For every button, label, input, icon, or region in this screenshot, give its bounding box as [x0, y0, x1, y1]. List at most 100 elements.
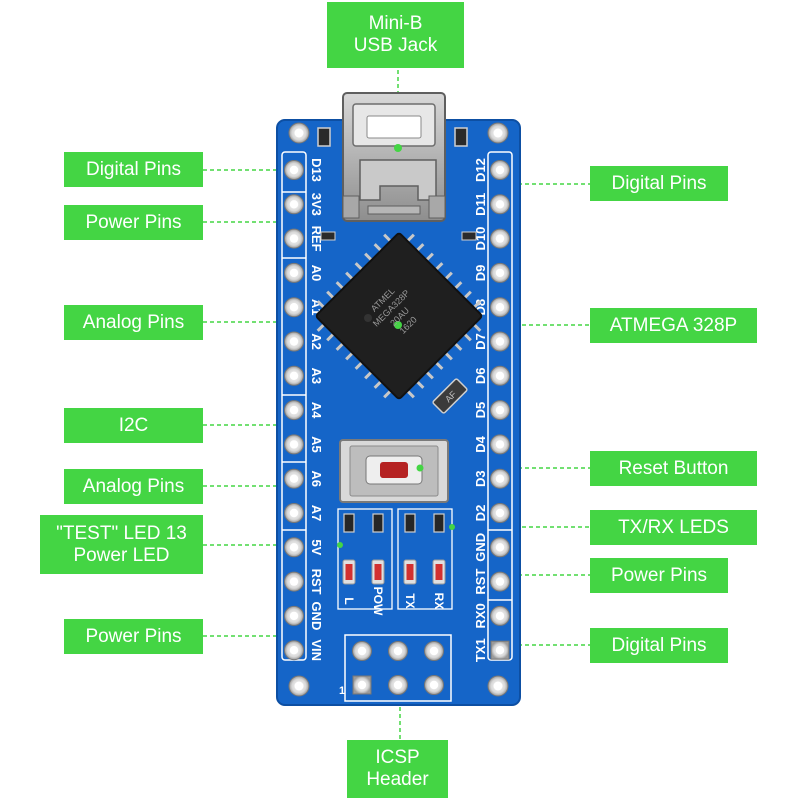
callout-power-pins-right: Power Pins: [590, 558, 728, 593]
pin-hole: [495, 543, 505, 552]
pin-label: 3V3: [309, 193, 324, 216]
chip-pin: [316, 323, 326, 332]
led-resistor: [433, 513, 445, 533]
pin-label: D2: [473, 505, 488, 522]
pin-label: RX0: [473, 603, 488, 628]
pin-label: GND: [309, 601, 324, 630]
mounting-hole: [493, 681, 503, 691]
chip-pin: [326, 290, 335, 300]
chip-pin: [472, 300, 482, 309]
pin-label: A6: [309, 470, 324, 487]
pin-hole: [289, 474, 299, 483]
pin-hole: [289, 268, 299, 278]
pin-hole: [289, 440, 299, 449]
pin-hole: [289, 611, 299, 621]
chip-pin: [434, 262, 444, 271]
pin-hole: [495, 405, 505, 415]
mounting-hole: [294, 128, 304, 138]
pin-hole: [289, 337, 299, 346]
chip-pin: [472, 323, 482, 332]
chip-pin: [364, 252, 373, 262]
smd-led-lens: [374, 564, 382, 580]
callout-digital-pins-left: Digital Pins: [64, 152, 203, 187]
pin-hole: [495, 200, 505, 209]
mounting-hole: [493, 128, 503, 138]
chip-pin: [316, 300, 326, 309]
pin-label: D9: [473, 265, 488, 282]
pin-label: D7: [473, 333, 488, 350]
pin-hole: [289, 303, 299, 312]
chip-pin: [463, 332, 472, 342]
pin-label: D12: [473, 158, 488, 182]
callout-icsp-header: ICSP Header: [347, 740, 448, 798]
pin-hole: [495, 234, 505, 243]
callout-digital-pins-right-bottom: Digital Pins: [590, 628, 728, 663]
led-resistor: [343, 513, 355, 533]
pin-hole: [495, 577, 505, 586]
crystal-oscillator: AF: [432, 378, 468, 414]
chip-pin: [383, 233, 392, 243]
pin-hole: [495, 371, 505, 380]
pin-hole: [289, 165, 299, 175]
pin-label: A7: [309, 505, 324, 522]
pin-label: A2: [309, 333, 324, 350]
callout-i2c: I2C: [64, 408, 203, 443]
chip-pin: [453, 342, 463, 351]
led-resistor: [404, 513, 416, 533]
chip-pin: [335, 281, 345, 290]
callout-test-led: "TEST" LED 13 Power LED: [40, 515, 203, 574]
chip-pin: [415, 243, 425, 252]
callout-power-pins-left-top: Power Pins: [64, 205, 203, 240]
chip-pin: [406, 389, 415, 399]
pin-hole: [495, 440, 505, 449]
callout-reset-button: Reset Button: [590, 451, 757, 486]
atmega-chip: ATMEL MEGA328P 20AU 1620: [315, 232, 483, 400]
chip-pin: [425, 252, 434, 262]
pin-hole: [289, 405, 299, 415]
mounting-holes: [288, 122, 509, 697]
pin-label: D11: [473, 193, 488, 216]
reset-button: [339, 439, 449, 503]
chip-pin: [373, 380, 383, 389]
pin-hole: [289, 577, 299, 586]
smd-led-lens: [406, 564, 414, 580]
chip-pin: [335, 342, 345, 351]
pin-hole: [289, 234, 299, 243]
chip-pin: [444, 351, 453, 361]
usb-jack: [342, 92, 446, 222]
chip-pin: [383, 389, 392, 399]
chip-pin: [354, 262, 364, 271]
pin-hole: [495, 337, 505, 346]
chip-pin: [345, 351, 354, 361]
callout-power-pins-left-bottom: Power Pins: [64, 619, 203, 654]
pin-label: A3: [309, 367, 324, 384]
pin-label: VIN: [309, 639, 324, 661]
callout-txrx-leds: TX/RX LEDS: [590, 510, 757, 545]
callout-atmega: ATMEGA 328P: [590, 308, 757, 343]
pin-label: D6: [473, 367, 488, 384]
pin-label: GND: [473, 533, 488, 562]
icsp-header: 1: [339, 634, 452, 702]
pin-hole: [495, 646, 505, 655]
pin-hole: [495, 508, 505, 518]
pin-hole: [495, 611, 505, 621]
chip-pin: [444, 271, 453, 281]
pin-hole: [495, 165, 505, 175]
pin-label: D13: [309, 158, 324, 182]
smd-led-lens: [345, 564, 353, 580]
chip-pin: [354, 361, 364, 370]
pin-hole: [289, 371, 299, 380]
pin-hole: [495, 303, 505, 312]
pin-label: 5V: [309, 539, 324, 555]
mounting-hole: [294, 681, 304, 691]
chip-pin: [453, 281, 463, 290]
pin-label: D5: [473, 402, 488, 419]
pin-label: A4: [309, 402, 324, 419]
chip-pin: [463, 290, 472, 300]
smd-led-lens: [435, 564, 443, 580]
callout-analog-pins-left-2: Analog Pins: [64, 469, 203, 504]
chip-pin: [425, 370, 434, 380]
